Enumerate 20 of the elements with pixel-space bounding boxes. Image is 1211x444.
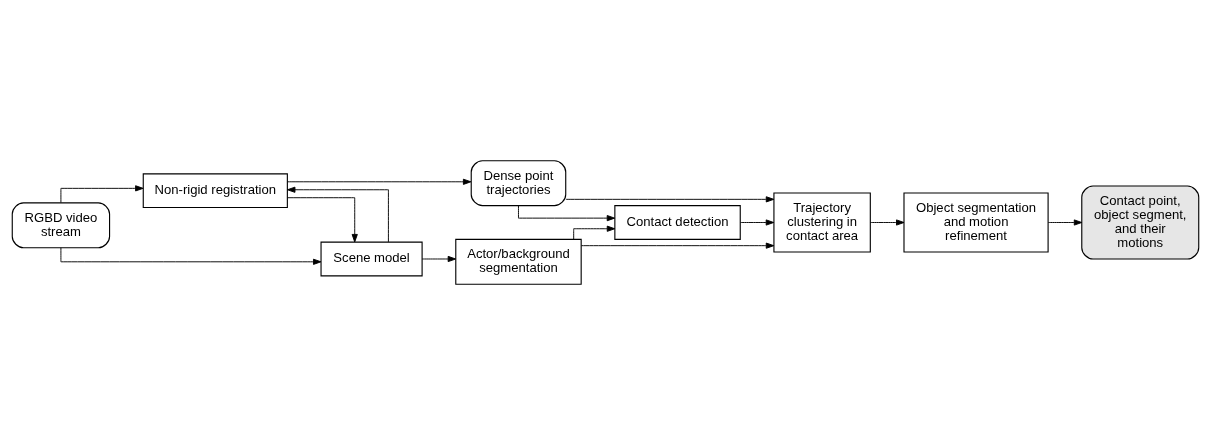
arrow — [573, 225, 616, 240]
node-box: Contact detection — [614, 204, 741, 240]
node-box: Scene model — [320, 241, 423, 276]
node-box: Object segmentation and motion refinement — [903, 191, 1049, 253]
node-box: RGBD video stream — [11, 201, 111, 248]
arrow — [287, 178, 472, 185]
arrow — [580, 242, 775, 249]
arrow — [565, 195, 775, 202]
node-box: Actor/background segmentation — [455, 238, 582, 285]
arrow — [869, 218, 905, 226]
arrow — [60, 184, 144, 203]
node-box: Contact point, object segment, and their motions — [1081, 184, 1200, 260]
arrow — [287, 186, 389, 242]
node-box: Non-rigid registration — [142, 172, 288, 208]
node-box: Dense point trajectories — [470, 159, 567, 206]
arrow — [740, 218, 775, 226]
arrow — [421, 255, 457, 262]
node-box: Trajectory clustering in contact area — [773, 191, 871, 253]
arrow — [287, 196, 358, 242]
arrow — [1047, 218, 1083, 226]
